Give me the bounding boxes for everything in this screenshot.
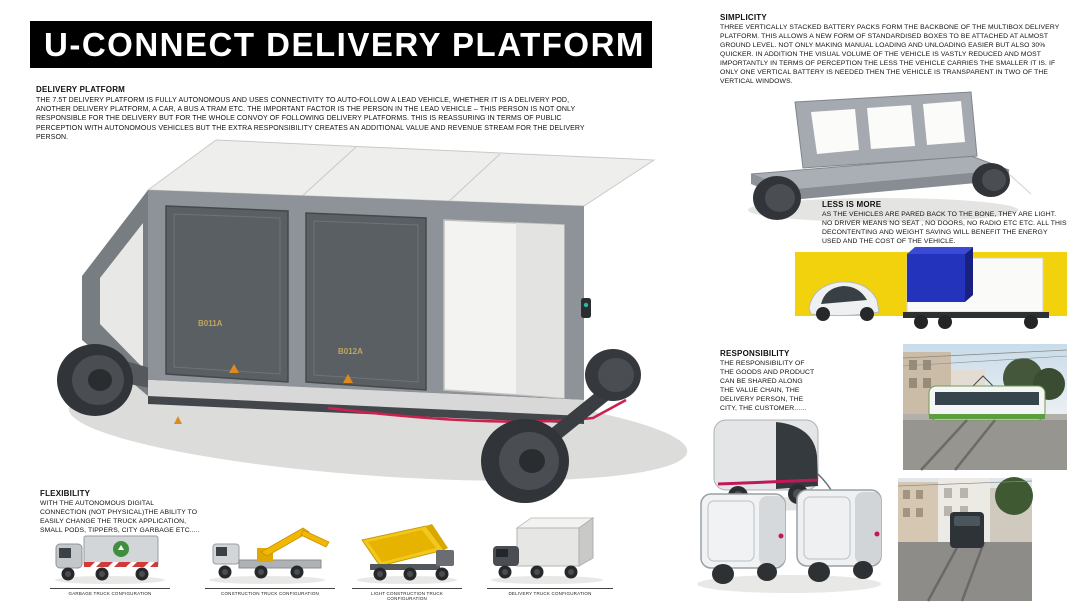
section-body: WITH THE AUTONOMOUS DIGITAL CONNECTION (…	[40, 500, 200, 534]
sensor-module	[581, 298, 591, 318]
delivery-truck-illustration	[491, 517, 603, 584]
section-body: THE RESPONSIBILITY OF THE GOODS AND PROD…	[720, 360, 815, 412]
section-body: THREE VERTICALLY STACKED BATTERY PACKS F…	[720, 24, 1060, 85]
section-less-is-more: LESS IS MORE AS THE VEHICLES ARE PARED B…	[822, 200, 1068, 247]
street-rails-photo	[897, 477, 1033, 602]
page-title: U-CONNECT DELIVERY PLATFORM	[44, 25, 645, 63]
tipper-truck-illustration	[357, 524, 457, 584]
section-heading: SIMPLICITY	[720, 13, 767, 22]
construction-truck-illustration	[209, 527, 330, 584]
panel-label-2: B012A	[338, 347, 363, 356]
pods-pair-illustration	[693, 478, 885, 597]
title-banner: U-CONNECT DELIVERY PLATFORM	[30, 21, 652, 68]
section-body: THE 7.5T DELIVERY PLATFORM IS FULLY AUTO…	[36, 97, 585, 141]
config-delivery-truck: DELIVERY TRUCK CONFIGURATION	[487, 516, 613, 596]
section-flexibility: FLEXIBILITY WITH THE AUTONOMOUS DIGITAL …	[40, 489, 202, 536]
garbage-truck-illustration	[55, 535, 165, 584]
delivery-platform-vehicle-drawing: B011A B012A	[57, 139, 688, 503]
section-simplicity: SIMPLICITY THREE VERTICALLY STACKED BATT…	[720, 13, 1072, 87]
config-garbage-truck: GARBAGE TRUCK CONFIGURATION	[50, 528, 170, 596]
section-heading: FLEXIBILITY	[40, 489, 91, 498]
section-body: AS THE VEHICLES ARE PARED BACK TO THE BO…	[822, 211, 1067, 245]
config-caption: LIGHT CONSTRUCTION TRUCK CONFIGURATION	[352, 588, 462, 601]
config-caption: DELIVERY TRUCK CONFIGURATION	[487, 588, 613, 596]
section-heading: DELIVERY PLATFORM	[36, 85, 126, 94]
config-tipper-truck: LIGHT CONSTRUCTION TRUCK CONFIGURATION	[352, 520, 462, 601]
config-caption: CONSTRUCTION TRUCK CONFIGURATION	[205, 588, 335, 596]
warning-triangle-icon	[174, 416, 182, 424]
section-delivery-platform: DELIVERY PLATFORM THE 7.5T DELIVERY PLAT…	[36, 85, 602, 142]
sensor-light-icon	[583, 302, 589, 308]
warning-triangle-icon	[229, 364, 239, 373]
panel-label-1: B011A	[198, 319, 223, 328]
tram-street-photo	[902, 344, 1068, 471]
chassis-frame-illustration	[733, 88, 1033, 228]
config-caption: GARBAGE TRUCK CONFIGURATION	[50, 588, 170, 596]
loading-scene-illustration	[795, 246, 1067, 348]
main-vehicle-illustration: B011A B012A	[48, 128, 688, 520]
section-heading: LESS IS MORE	[822, 200, 882, 209]
section-responsibility: RESPONSIBILITY THE RESPONSIBILITY OF THE…	[720, 349, 815, 414]
section-heading: RESPONSIBILITY	[720, 349, 790, 358]
config-construction-truck: CONSTRUCTION TRUCK CONFIGURATION	[205, 524, 335, 596]
warning-triangle-icon	[343, 374, 353, 383]
